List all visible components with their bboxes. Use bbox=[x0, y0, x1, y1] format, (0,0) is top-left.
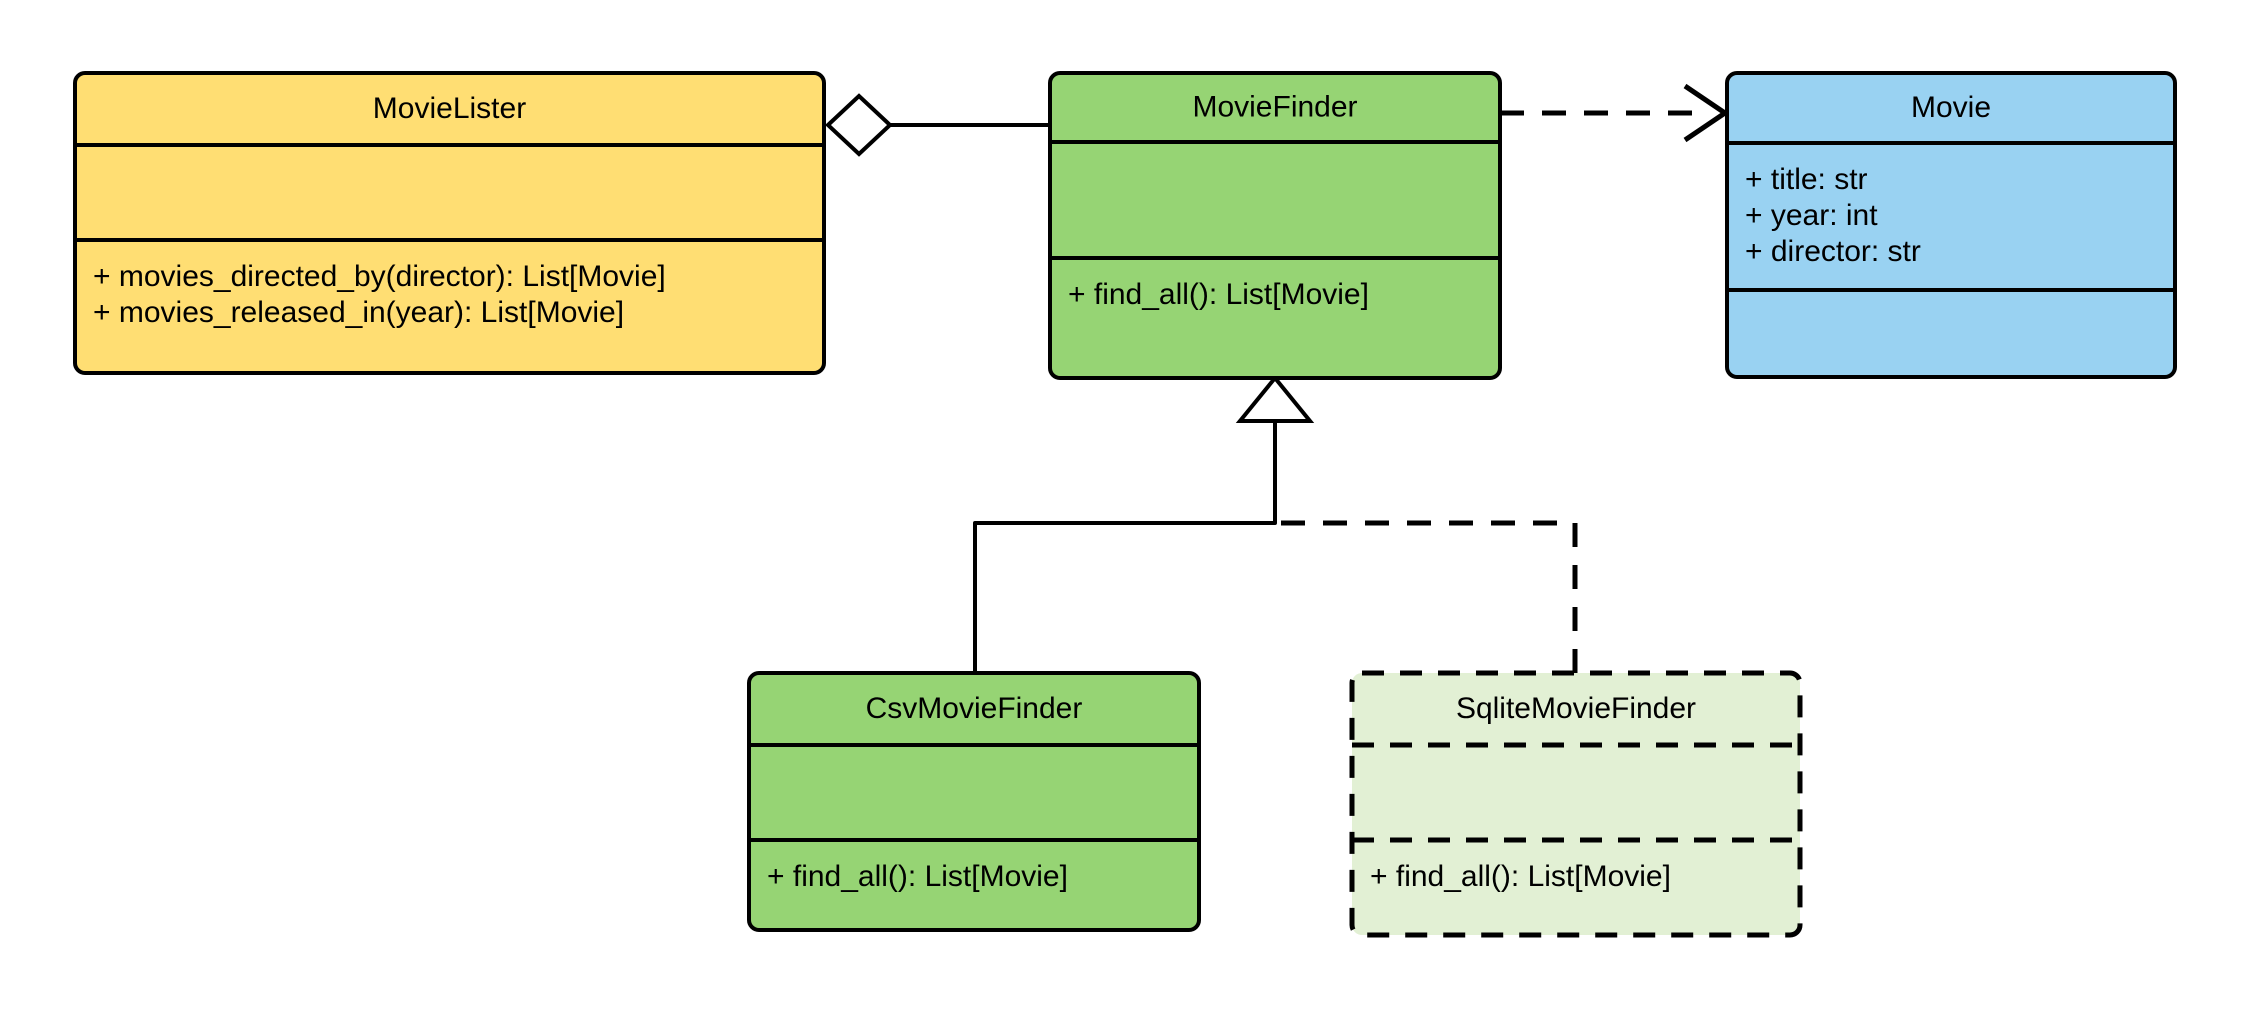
class-name-label: CsvMovieFinder bbox=[866, 692, 1083, 725]
class-box-frame bbox=[1349, 670, 1803, 938]
class-box-csv-movie-finder[interactable]: CsvMovieFinder + find_all(): List[Movie] bbox=[747, 671, 1201, 932]
class-attribute-label: + director: str bbox=[1745, 235, 1921, 268]
class-attribute-label: + year: int bbox=[1745, 199, 1878, 232]
class-name-label: MovieLister bbox=[373, 92, 526, 125]
class-box-movie-finder[interactable]: MovieFinder + find_all(): List[Movie] bbox=[1048, 71, 1502, 380]
aggregation-diamond-icon bbox=[825, 93, 893, 157]
relationship-dependency-finder-movie[interactable] bbox=[1500, 83, 1730, 143]
class-method-label: + find_all(): List[Movie] bbox=[1370, 860, 1671, 893]
class-box-frame bbox=[1048, 71, 1502, 380]
inheritance-triangle-icon bbox=[1235, 374, 1315, 423]
relationship-inheritance-csv-finder[interactable] bbox=[973, 374, 1315, 673]
class-box-movie[interactable]: Movie + title: str+ year: int+ director: … bbox=[1725, 71, 2177, 379]
edge-path-inheritance-sqlite-finder bbox=[1275, 520, 1578, 673]
class-box-frame bbox=[1725, 71, 2177, 379]
relationship-inheritance-sqlite-finder[interactable] bbox=[1275, 520, 1578, 673]
relationships-layer bbox=[825, 83, 1730, 673]
class-method-label: + movies_directed_by(director): List[Mov… bbox=[93, 260, 666, 293]
class-method-label: + find_all(): List[Movie] bbox=[1068, 278, 1369, 311]
relationship-aggregation-lister-finder[interactable] bbox=[825, 93, 1050, 157]
classes-layer: MovieLister + movies_directed_by(director… bbox=[73, 71, 2177, 938]
class-box-frame bbox=[747, 671, 1201, 932]
class-method-label: + find_all(): List[Movie] bbox=[767, 860, 1068, 893]
class-attribute-label: + title: str bbox=[1745, 163, 1868, 196]
class-box-frame bbox=[73, 71, 826, 375]
class-box-movie-lister[interactable]: MovieLister + movies_directed_by(director… bbox=[73, 71, 826, 375]
class-name-label: Movie bbox=[1911, 91, 1991, 124]
class-name-label: SqliteMovieFinder bbox=[1456, 692, 1696, 725]
class-name-label: MovieFinder bbox=[1192, 90, 1357, 123]
class-box-sqlite-movie-finder[interactable]: SqliteMovieFinder + find_all(): List[Movi… bbox=[1349, 670, 1803, 938]
class-method-label: + movies_released_in(year): List[Movie] bbox=[93, 296, 624, 329]
edge-path-inheritance-csv-finder bbox=[973, 420, 1277, 673]
